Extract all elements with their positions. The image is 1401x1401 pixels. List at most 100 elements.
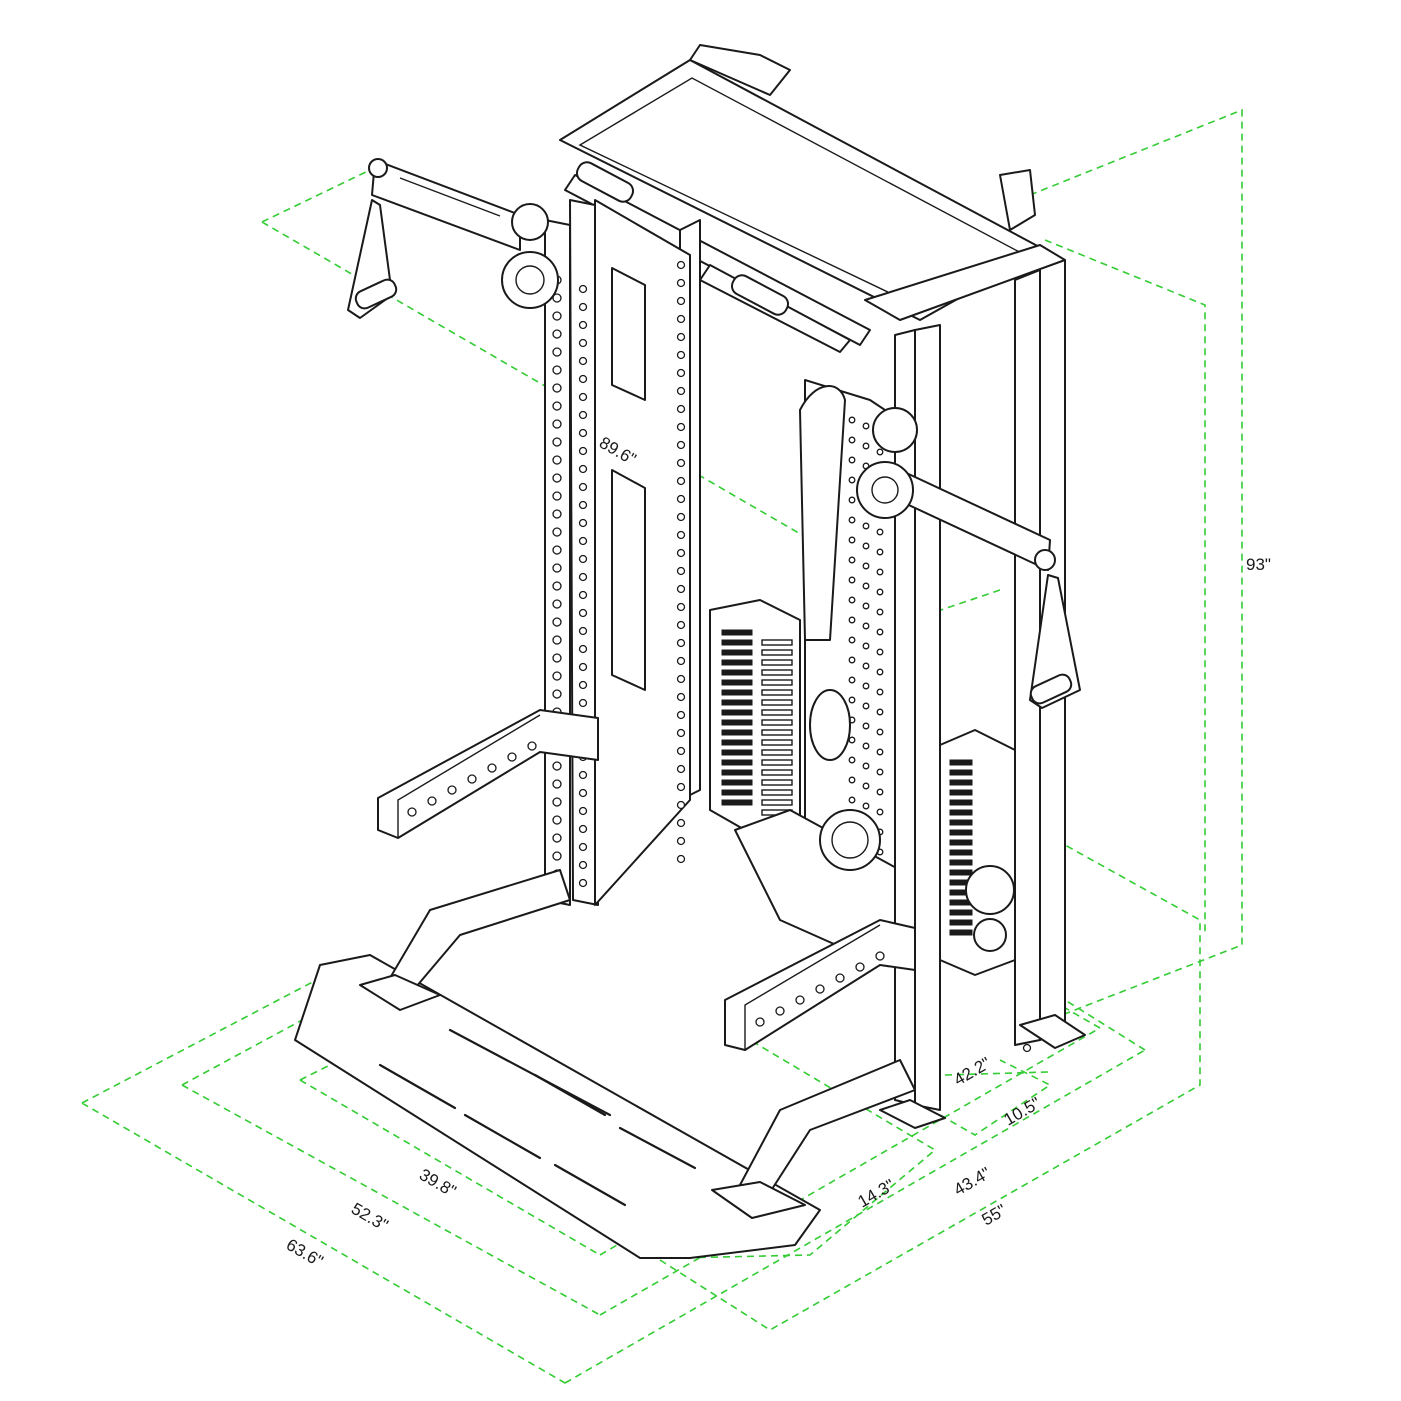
dim-base-middle [181, 1004, 1101, 1316]
mounting-hole [676, 350, 686, 360]
front-leg-left [359, 869, 571, 1011]
mounting-hole [848, 756, 856, 764]
weight-plate [721, 779, 753, 786]
weight-plate [721, 739, 753, 746]
weight-plate [761, 649, 793, 656]
mounting-hole [848, 796, 856, 804]
mounting-hole [676, 638, 686, 648]
mounting-hole [862, 782, 870, 790]
mounting-hole [676, 674, 686, 684]
mounting-hole [552, 635, 562, 645]
mounting-hole [676, 800, 686, 810]
mounting-hole [578, 644, 588, 654]
mounting-hole [578, 770, 588, 780]
dim-right-guide [1044, 239, 1206, 935]
mounting-hole [552, 293, 562, 303]
weight-plate [721, 759, 753, 766]
mounting-hole [676, 584, 686, 594]
mounting-hole [578, 284, 588, 294]
mounting-hole [467, 774, 477, 784]
weight-plate [761, 639, 793, 646]
mounting-hole [578, 878, 588, 888]
mounting-hole [676, 278, 686, 288]
weight-plate [761, 679, 793, 686]
weight-plate [949, 779, 973, 786]
mounting-hole [862, 682, 870, 690]
weight-plate [949, 869, 973, 876]
mounting-hole [862, 742, 870, 750]
dim-side-small [939, 1059, 1052, 1136]
weight-plate [761, 659, 793, 666]
weight-plate [761, 799, 793, 806]
mounting-hole [578, 464, 588, 474]
mounting-hole [795, 995, 805, 1005]
mounting-hole [862, 802, 870, 810]
mounting-hole [848, 536, 856, 544]
mounting-hole [552, 365, 562, 375]
mounting-hole [552, 761, 562, 771]
mounting-hole [552, 833, 562, 843]
weight-plate [721, 719, 753, 726]
mounting-hole [578, 392, 588, 402]
mounting-hole [676, 512, 686, 522]
mounting-hole [676, 476, 686, 486]
mounting-hole [775, 1006, 785, 1016]
mounting-hole [876, 728, 884, 736]
mounting-hole [676, 764, 686, 774]
weight-plate [761, 789, 793, 796]
mounting-hole [862, 422, 870, 430]
weight-plate [721, 709, 753, 716]
label-depth-3: 55" [979, 1201, 1010, 1230]
weight-plate [761, 749, 793, 756]
mounting-hole [876, 528, 884, 536]
mounting-hole [848, 416, 856, 424]
weight-plate [721, 689, 753, 696]
weight-plate [949, 909, 973, 916]
mounting-hole [578, 590, 588, 600]
mounting-hole [862, 702, 870, 710]
label-width-middle: 52.3" [348, 1199, 391, 1235]
mounting-hole [552, 617, 562, 627]
dim-height-line [1029, 108, 1243, 1016]
weight-plate [949, 759, 973, 766]
center-pulley-base [734, 689, 911, 961]
mounting-hole [552, 491, 562, 501]
mounting-hole [676, 422, 686, 432]
mounting-hole [552, 563, 562, 573]
mounting-hole [848, 636, 856, 644]
mounting-hole [578, 662, 588, 672]
mounting-hole [676, 458, 686, 468]
label-width-outer: 63.6" [283, 1235, 326, 1271]
mounting-hole [676, 404, 686, 414]
weight-plate [949, 809, 973, 816]
mounting-hole [552, 473, 562, 483]
dim-depth-inner [674, 1039, 937, 1259]
mounting-hole [578, 824, 588, 834]
mounting-hole [578, 410, 588, 420]
mounting-hole [848, 496, 856, 504]
weight-plate [721, 769, 753, 776]
weight-plate [761, 739, 793, 746]
mounting-hole [875, 951, 885, 961]
mounting-hole [848, 596, 856, 604]
mounting-hole [447, 785, 457, 795]
mounting-hole [848, 656, 856, 664]
mounting-hole [676, 548, 686, 558]
label-height: 93" [1246, 555, 1271, 574]
weight-plate [721, 639, 753, 646]
mounting-hole [876, 788, 884, 796]
label-depth-2: 43.4" [951, 1163, 994, 1199]
mounting-hole [578, 428, 588, 438]
mounting-hole [676, 602, 686, 612]
foot-plate [294, 954, 821, 1259]
mounting-hole [676, 530, 686, 540]
mounting-hole [876, 628, 884, 636]
mounting-hole [862, 762, 870, 770]
mounting-hole [578, 374, 588, 384]
mounting-hole [876, 588, 884, 596]
mounting-hole [676, 440, 686, 450]
weight-plate [721, 629, 753, 636]
mounting-hole [862, 642, 870, 650]
mounting-hole [427, 796, 437, 806]
